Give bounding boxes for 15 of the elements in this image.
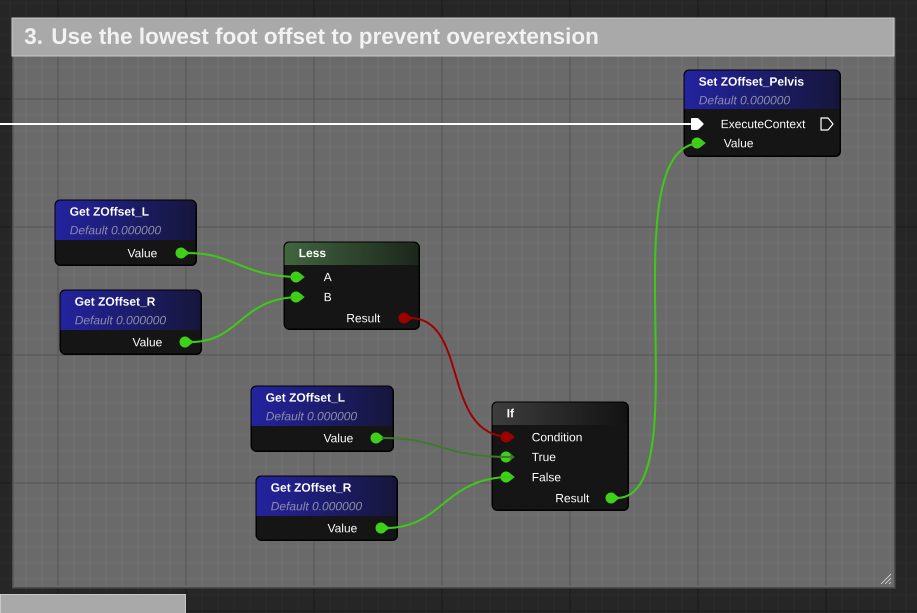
pin-label: A xyxy=(324,272,332,282)
pin-label: False xyxy=(532,472,560,482)
pin-label: ExecuteContext xyxy=(722,120,806,128)
pin-label: B xyxy=(324,292,332,302)
pin-label: Condition xyxy=(532,432,582,442)
pin-label: Value xyxy=(324,434,353,442)
pin-label: Value xyxy=(724,138,753,148)
pin-label: Result xyxy=(347,314,380,322)
pin-label: Result xyxy=(556,494,590,502)
wire xyxy=(0,123,691,125)
pin-label: Value xyxy=(328,524,357,532)
comment-box xyxy=(0,594,186,613)
pin-label: Value xyxy=(128,248,157,258)
pin-label: Value xyxy=(132,338,162,346)
pin-label: True xyxy=(532,452,556,462)
